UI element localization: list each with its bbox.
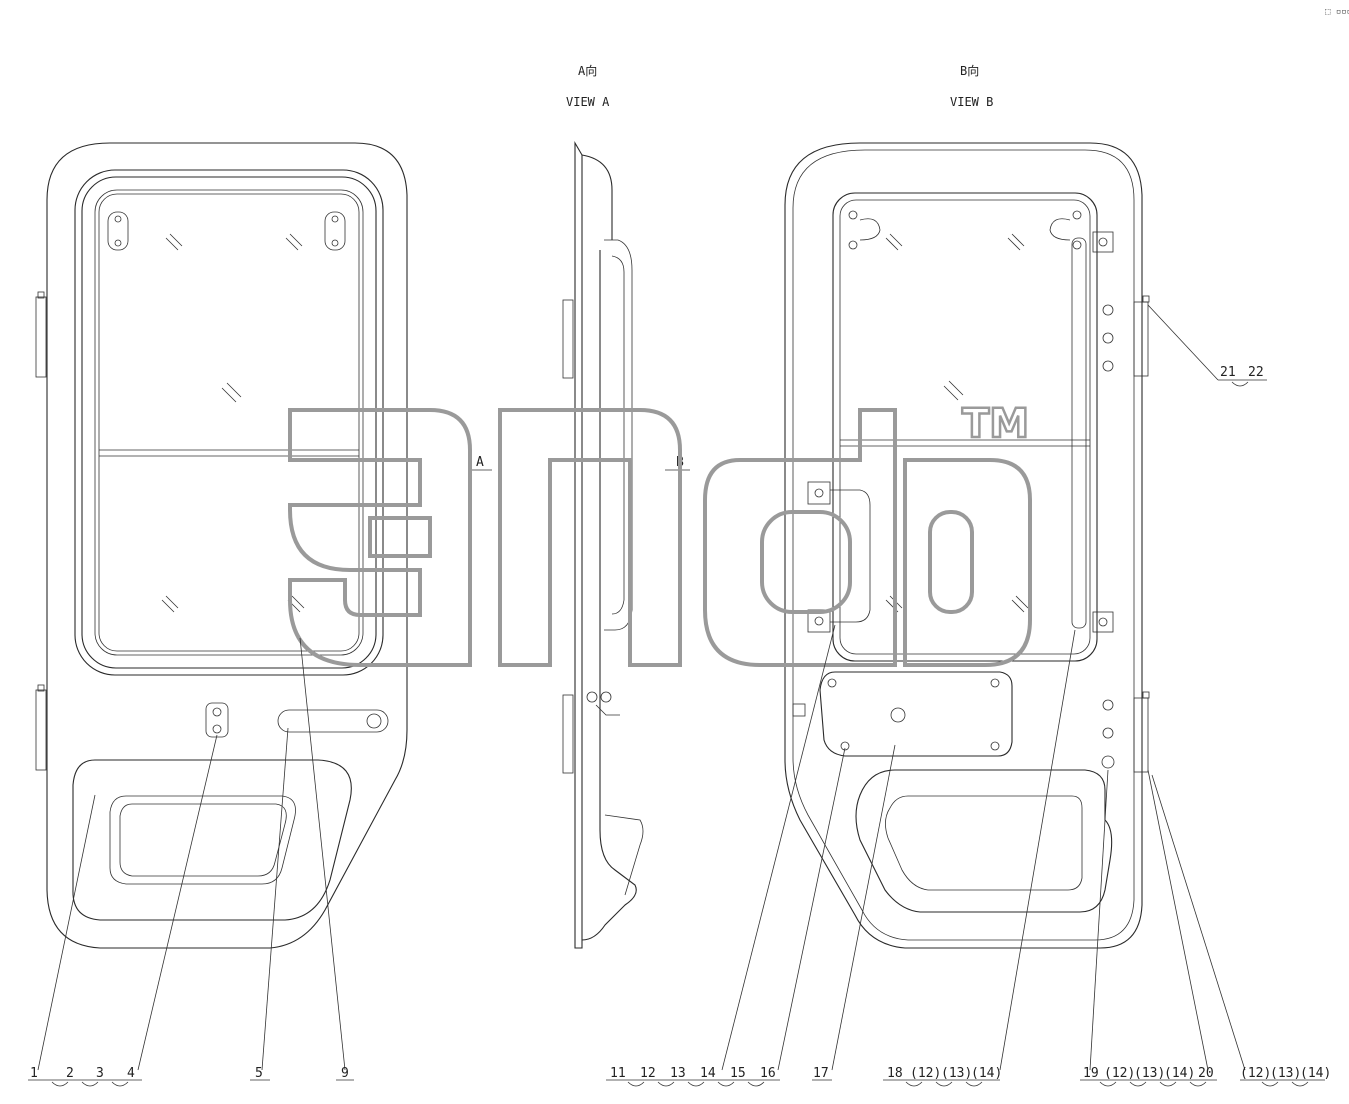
callout-12: 12 <box>640 1066 656 1081</box>
corner-mark: ⬚ ▫▫▫ <box>1325 7 1349 17</box>
callouts-right: 18 (12) (13) (14) 19 (12) (13) (14) 20 (… <box>887 1066 1331 1081</box>
callout-17: 17 <box>813 1066 829 1081</box>
side-view-a: A向 VIEW A A B <box>468 63 690 949</box>
callout-11: 11 <box>610 1066 626 1081</box>
callout-19-12: (12) <box>1104 1066 1135 1081</box>
view-b-title-cn: B向 <box>960 63 979 78</box>
callout-20-13: (13) <box>1270 1066 1301 1081</box>
leader-lines <box>28 304 1325 1087</box>
callout-13: 13 <box>670 1066 686 1081</box>
callout-19-14: (14) <box>1164 1066 1195 1081</box>
callout-20-12: (12) <box>1240 1066 1271 1081</box>
callout-16: 16 <box>760 1066 776 1081</box>
callout-20: 20 <box>1198 1066 1214 1081</box>
view-b-title-en: VIEW B <box>950 95 993 109</box>
callout-1: 1 <box>30 1066 38 1081</box>
callout-9: 9 <box>341 1066 349 1081</box>
view-a-title-en: VIEW A <box>566 95 610 109</box>
callout-18: 18 <box>887 1066 903 1081</box>
callout-21: 21 <box>1220 365 1236 380</box>
callouts-hinge: 21 22 <box>1220 365 1264 380</box>
section-mark-a: A <box>476 455 484 470</box>
callout-18-12: (12) <box>910 1066 941 1081</box>
callout-15: 15 <box>730 1066 746 1081</box>
callout-19-13: (13) <box>1134 1066 1165 1081</box>
callout-4: 4 <box>127 1066 135 1081</box>
callout-19: 19 <box>1083 1066 1099 1081</box>
callouts-left: 1 2 3 4 5 9 <box>30 1066 349 1081</box>
callouts-middle: 11 12 13 14 15 16 17 <box>610 1066 829 1081</box>
callout-18-13: (13) <box>941 1066 972 1081</box>
callout-22: 22 <box>1248 365 1264 380</box>
front-view <box>35 142 408 949</box>
inside-view-b: B向 VIEW B <box>784 63 1150 949</box>
callout-20-14: (14) <box>1300 1066 1331 1081</box>
callout-2: 2 <box>66 1066 74 1081</box>
watermark-trademark: TM <box>962 401 1029 447</box>
watermark-logo: TM <box>288 400 1032 667</box>
callout-3: 3 <box>96 1066 104 1081</box>
callout-14: 14 <box>700 1066 716 1081</box>
callout-5: 5 <box>255 1066 263 1081</box>
callout-18-14: (14) <box>971 1066 1002 1081</box>
view-a-title-cn: A向 <box>578 63 597 78</box>
